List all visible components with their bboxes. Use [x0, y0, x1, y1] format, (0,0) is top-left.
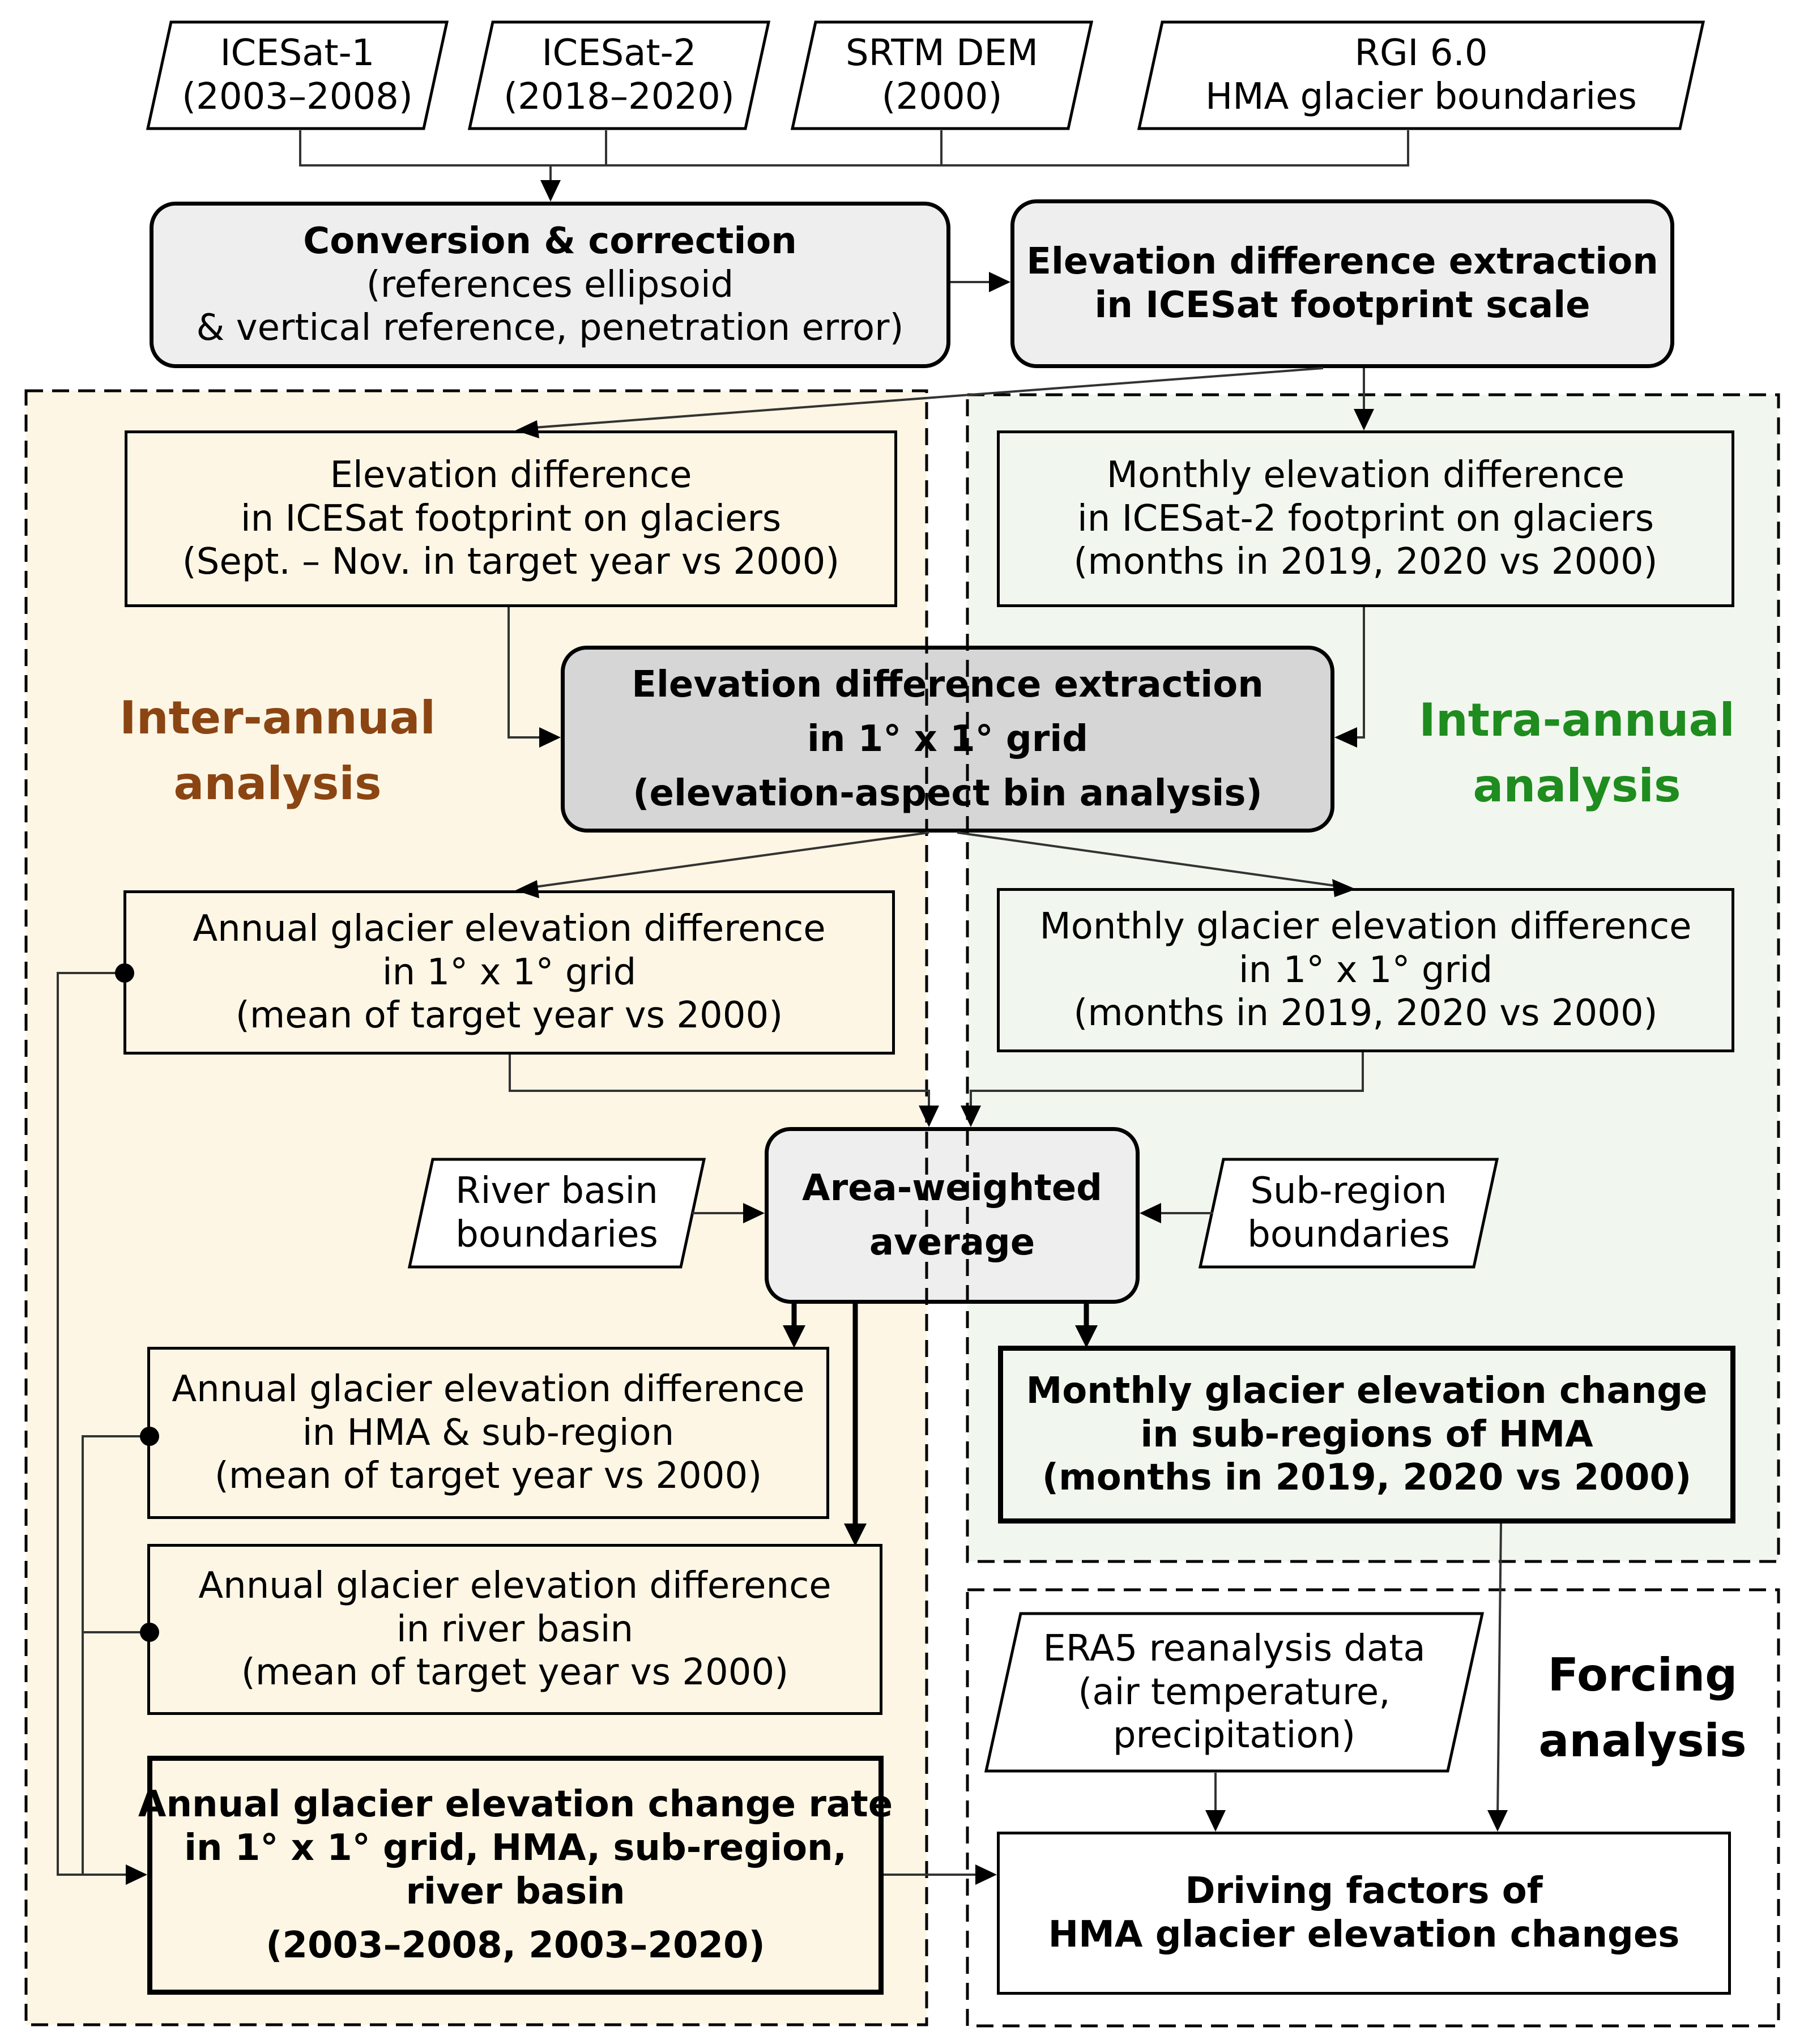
annual-rate-line-4: (2003–2008, 2003–2020): [266, 1924, 765, 1966]
conversion-correction-box: Conversion & correction (references elli…: [150, 202, 950, 368]
subregion-line-1: Sub-region: [1250, 1170, 1447, 1213]
forcing-analysis-label: Forcing analysis: [1524, 1642, 1762, 1774]
inputs-merge-line: [299, 130, 1409, 167]
inter-footprint-line-1: Elevation difference: [330, 454, 692, 496]
grid-extraction-line-1: Elevation difference extraction: [632, 664, 1264, 706]
area-weighted-line-2: average: [869, 1222, 1035, 1264]
area-weighted-box: Area-weighted average: [765, 1127, 1140, 1304]
annual-river-box: Annual glacier elevation difference in r…: [147, 1544, 882, 1715]
subregion-line-2: boundaries: [1247, 1214, 1450, 1256]
icesat2-years: (2018–2020): [504, 76, 735, 118]
area-weighted-line-1: Area-weighted: [802, 1167, 1102, 1209]
rgi-description: HMA glacier boundaries: [1205, 76, 1637, 118]
annual-hma-line-1: Annual glacier elevation difference: [172, 1368, 805, 1410]
annual-rate-line-3: river basin: [406, 1871, 625, 1913]
intra-footprint-line-1: Monthly elevation difference: [1106, 454, 1625, 496]
annual-hma-line-2: in HMA & sub-region: [302, 1411, 675, 1454]
monthly-change-line-3: (months in 2019, 2020 vs 2000): [1042, 1457, 1692, 1499]
footprint-extraction-line-1: Elevation difference extraction: [1026, 241, 1658, 283]
grid-extraction-box: Elevation difference extraction in 1° x …: [561, 646, 1334, 833]
footprint-extraction-line-2: in ICESat footprint scale: [1094, 284, 1590, 326]
icesat1-label: ICESat-1: [220, 32, 375, 75]
srtm-year: (2000): [881, 76, 1003, 118]
monthly-grid-box: Monthly glacier elevation difference in …: [997, 888, 1734, 1052]
conversion-line-1: (references ellipsoid: [366, 263, 734, 306]
arrowhead-conversion: [540, 180, 561, 202]
inter-footprint-box: Elevation difference in ICESat footprint…: [125, 430, 897, 607]
river-basin-line-1: River basin: [455, 1170, 658, 1213]
monthly-change-line-2: in sub-regions of HMA: [1140, 1413, 1593, 1456]
icesat2-label: ICESat-2: [541, 32, 697, 75]
intra-footprint-box: Monthly elevation difference in ICESat-2…: [997, 430, 1734, 607]
inter-footprint-line-3: (Sept. – Nov. in target year vs 2000): [182, 541, 840, 583]
annual-hma-box: Annual glacier elevation difference in H…: [147, 1347, 829, 1519]
rgi-shape: [1137, 20, 1705, 130]
annual-hma-line-3: (mean of target year vs 2000): [214, 1455, 762, 1497]
annual-river-line-3: (mean of target year vs 2000): [241, 1652, 789, 1694]
icesat2-shape: [468, 20, 770, 130]
inter-footprint-line-2: in ICESat footprint on glaciers: [240, 497, 782, 540]
driving-factors-line-1: Driving factors of: [1185, 1870, 1543, 1913]
annual-rate-line-2: in 1° x 1° grid, HMA, sub-region,: [184, 1827, 847, 1870]
era5-line-3: precipitation): [1112, 1714, 1356, 1757]
annual-river-line-1: Annual glacier elevation difference: [198, 1564, 831, 1607]
input-srtm: SRTM DEM(2000): [791, 20, 1093, 130]
input-icesat1: ICESat-1(2003–2008): [146, 20, 449, 130]
monthly-grid-line-3: (months in 2019, 2020 vs 2000): [1073, 992, 1658, 1035]
footprint-extraction-box: Elevation difference extraction in ICESa…: [1010, 199, 1674, 368]
monthly-change-box: Monthly glacier elevation change in sub-…: [998, 1346, 1735, 1524]
icesat1-years: (2003–2008): [182, 76, 413, 118]
era5-line-2: (air temperature,: [1078, 1671, 1391, 1713]
arrowhead-extraction: [989, 272, 1010, 292]
srtm-shape: [791, 20, 1093, 130]
srtm-label: SRTM DEM: [845, 32, 1039, 75]
intra-footprint-line-3: (months in 2019, 2020 vs 2000): [1073, 541, 1658, 583]
annual-rate-line-1: Annual glacier elevation change rate: [138, 1783, 893, 1826]
inter-annual-label-line-2: analysis: [173, 757, 382, 810]
forcing-label-line-1: Forcing: [1547, 1649, 1738, 1701]
monthly-grid-line-2: in 1° x 1° grid: [1238, 949, 1493, 991]
intra-footprint-line-2: in ICESat-2 footprint on glaciers: [1077, 497, 1654, 540]
intra-annual-label-line-2: analysis: [1473, 759, 1681, 812]
inter-annual-label-line-1: Inter-annual: [119, 692, 436, 744]
input-icesat2: ICESat-2(2018–2020): [468, 20, 770, 130]
annual-grid-box: Annual glacier elevation difference in 1…: [123, 890, 895, 1055]
era5-data: ERA5 reanalysis data(air temperature,pre…: [984, 1612, 1484, 1773]
intra-annual-label-line-1: Intra-annual: [1419, 694, 1735, 746]
annual-grid-line-3: (mean of target year vs 2000): [235, 995, 783, 1037]
monthly-grid-line-1: Monthly glacier elevation difference: [1039, 905, 1692, 948]
driving-factors-box: Driving factors of HMA glacier elevation…: [997, 1832, 1731, 1995]
annual-river-line-2: in river basin: [396, 1608, 634, 1650]
river-basin-line-2: boundaries: [455, 1214, 658, 1256]
annual-rate-box: Annual glacier elevation change rate in …: [138, 1756, 893, 1995]
icesat1-shape: [146, 20, 449, 130]
era5-line-1: ERA5 reanalysis data: [1043, 1627, 1426, 1670]
monthly-change-line-1: Monthly glacier elevation change: [1026, 1369, 1708, 1412]
inter-annual-label: Inter-annual analysis: [108, 685, 447, 817]
conversion-line-2: & vertical reference, penetration error): [196, 307, 904, 349]
grid-extraction-line-2: in 1° x 1° grid: [807, 718, 1089, 760]
conversion-title: Conversion & correction: [303, 220, 797, 262]
driving-factors-line-2: HMA glacier elevation changes: [1048, 1914, 1680, 1956]
grid-extraction-line-3: (elevation-aspect bin analysis): [633, 773, 1263, 814]
annual-grid-line-1: Annual glacier elevation difference: [193, 907, 826, 950]
forcing-label-line-2: analysis: [1538, 1714, 1747, 1767]
intra-annual-label: Intra-annual analysis: [1401, 688, 1752, 819]
rgi-label: RGI 6.0: [1354, 32, 1488, 75]
annual-grid-line-2: in 1° x 1° grid: [382, 951, 637, 993]
